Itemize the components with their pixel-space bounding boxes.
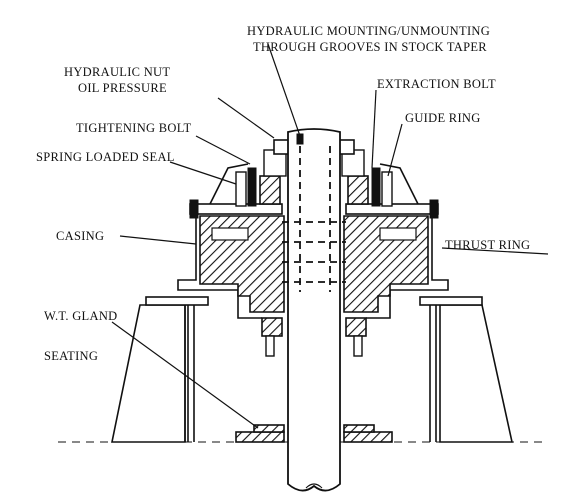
label-thrust-ring: THRUST RING (445, 238, 530, 252)
support-walls (187, 305, 437, 442)
label-guide-ring: GUIDE RING (405, 111, 481, 125)
label-extraction-bolt: EXTRACTION BOLT (377, 77, 496, 91)
leader-lines (111, 43, 549, 429)
label-hydraulic-mounting-2: THROUGH GROOVES IN STOCK TAPER (253, 40, 487, 54)
hardware-left (235, 149, 287, 207)
hydraulic-grooves (282, 146, 346, 292)
casing (177, 163, 449, 319)
label-tightening-bolt: TIGHTENING BOLT (76, 121, 192, 135)
label-wt-gland: W.T. GLAND (44, 309, 117, 323)
lower-collars (261, 317, 367, 357)
label-hydraulic-mounting-1: HYDRAULIC MOUNTING/UNMOUNTING (247, 24, 490, 38)
seating-flange-left (145, 296, 209, 306)
seating-right (439, 304, 513, 443)
label-hydraulic-nut-2: OIL PRESSURE (78, 81, 167, 95)
hardware-right (341, 149, 393, 207)
label-spring-loaded-seal: SPRING LOADED SEAL (36, 150, 175, 164)
guide-ring-right (379, 227, 417, 241)
guide-ring-left (211, 227, 249, 241)
seating-flange-right (419, 296, 483, 306)
seating-left (111, 304, 186, 443)
rudder-stock (287, 128, 341, 492)
label-seating: SEATING (44, 349, 98, 363)
label-hydraulic-nut-1: HYDRAULIC NUT (64, 65, 170, 79)
oil-pressure-port (296, 133, 304, 145)
wt-gland (235, 424, 393, 443)
label-casing: CASING (56, 229, 104, 243)
